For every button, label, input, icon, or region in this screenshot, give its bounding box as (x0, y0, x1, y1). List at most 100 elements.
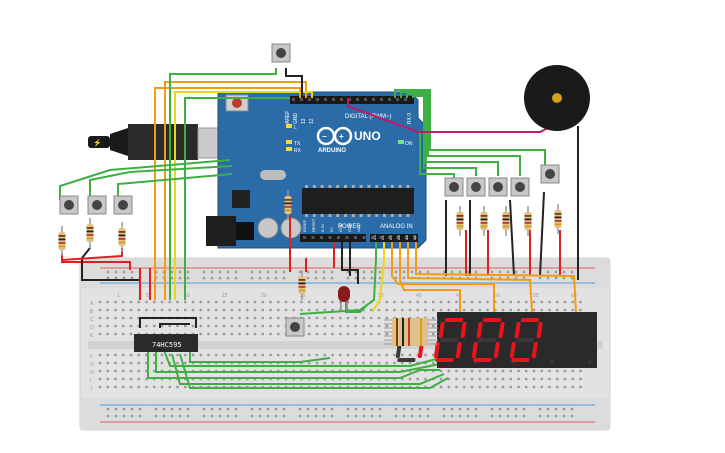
wire-green[interactable] (179, 353, 449, 389)
wire-green[interactable] (406, 93, 499, 176)
wire-green[interactable] (184, 97, 290, 300)
push-button-right-3[interactable] (488, 177, 508, 197)
push-button-right-4[interactable] (510, 177, 530, 197)
breadboard-hole (463, 377, 466, 381)
rail-hole (186, 270, 190, 274)
header-pin[interactable] (380, 98, 383, 101)
header-pin[interactable] (340, 98, 343, 101)
push-button-right-5[interactable] (540, 164, 560, 184)
header-pin[interactable] (413, 236, 417, 239)
wire-green[interactable] (59, 159, 231, 200)
breadboard-hole (556, 300, 559, 304)
header-pin[interactable] (345, 236, 349, 239)
header-pin[interactable] (328, 236, 332, 239)
header-pin[interactable] (405, 236, 408, 239)
col-number-15: 15 (222, 293, 228, 299)
wire-green[interactable] (400, 91, 521, 176)
header-pin[interactable] (354, 236, 357, 239)
wire-green[interactable] (169, 68, 277, 300)
push-button-left-2[interactable] (87, 195, 107, 215)
breadboard-hole (439, 385, 443, 389)
header-pin[interactable] (311, 236, 315, 239)
header-pin[interactable] (396, 236, 400, 239)
wire-black[interactable] (139, 317, 197, 328)
wire-green[interactable] (163, 349, 441, 367)
header-pin[interactable] (320, 236, 323, 239)
wire-magenta[interactable] (347, 98, 557, 133)
push-button-breadboard[interactable] (285, 317, 305, 337)
rail-hole (106, 276, 110, 280)
wire-green[interactable] (171, 353, 445, 385)
wire-red[interactable] (61, 254, 131, 270)
chip-pin (359, 185, 363, 188)
wire-black[interactable] (509, 199, 515, 277)
push-button-right-1[interactable] (444, 177, 464, 197)
push-button-top[interactable] (271, 43, 291, 63)
header-pin[interactable] (300, 98, 303, 101)
header-pin[interactable] (364, 98, 367, 101)
wire-green[interactable] (155, 350, 441, 373)
breadboard-hole (253, 332, 257, 336)
breadboard-hole (184, 385, 187, 389)
wire-green[interactable] (345, 300, 367, 313)
header-pin[interactable] (388, 98, 391, 101)
breadboard-hole (137, 300, 140, 304)
wire-black[interactable] (285, 68, 303, 98)
breadboard-hole (424, 377, 427, 381)
header-pin[interactable] (324, 98, 327, 101)
header-pin[interactable] (371, 236, 374, 239)
breadboard-hole (463, 385, 466, 389)
wire-yellow[interactable] (174, 91, 313, 300)
breadboard-hole (98, 300, 102, 304)
rail-hole (130, 414, 134, 418)
analog-header[interactable] (370, 234, 418, 242)
breadboard-hole (478, 308, 481, 312)
reset-button-cap[interactable] (232, 98, 242, 108)
header-pin[interactable] (396, 98, 399, 101)
header-pin[interactable] (372, 98, 375, 101)
usb-cable[interactable]: ⚡ (88, 124, 229, 160)
segment-g (440, 338, 459, 342)
power-header[interactable] (300, 234, 366, 242)
header-pin[interactable] (337, 236, 340, 239)
wire-black[interactable] (81, 247, 140, 281)
breadboard-hole (370, 361, 373, 365)
header-pin[interactable] (292, 98, 295, 101)
wire-green[interactable] (89, 165, 233, 196)
header-pin[interactable] (356, 98, 359, 101)
breadboard-hole (106, 361, 109, 365)
wire-orange[interactable] (164, 81, 307, 300)
wire-green[interactable] (299, 242, 377, 315)
digital-header[interactable] (290, 96, 414, 104)
header-pin[interactable] (316, 98, 319, 101)
wire-black[interactable] (159, 323, 190, 328)
header-pin[interactable] (303, 236, 306, 239)
wire-green[interactable] (394, 89, 546, 175)
header-pin[interactable] (362, 236, 366, 239)
push-button-left-3[interactable] (113, 195, 133, 215)
header-pin[interactable] (308, 98, 311, 101)
rail-hole (514, 407, 518, 411)
wire-yellow[interactable] (371, 242, 385, 313)
wire-orange[interactable] (407, 242, 533, 313)
wire-green[interactable] (189, 350, 331, 363)
breadboard-hole (98, 324, 102, 328)
header-pin[interactable] (404, 98, 407, 101)
breadboard-hole (106, 353, 109, 357)
push-button-left-1[interactable] (59, 195, 79, 215)
header-pin[interactable] (388, 236, 391, 239)
header-pin[interactable] (379, 236, 383, 239)
wire-green[interactable] (117, 173, 233, 198)
wire-green[interactable] (419, 130, 455, 178)
wire-orange[interactable] (415, 242, 577, 313)
arduino-uno-board[interactable]: DIGITAL (PWM~) AREF GND 13 12 RX 0 − + U… (206, 91, 427, 249)
rail-hole (354, 270, 358, 274)
header-pin[interactable] (348, 98, 351, 101)
header-pin[interactable] (332, 98, 335, 101)
wire-orange[interactable] (399, 242, 461, 312)
breadboard-hole (494, 300, 497, 304)
wire-orange[interactable] (391, 242, 495, 312)
push-button-right-2[interactable] (466, 177, 486, 197)
wire-black[interactable] (539, 191, 545, 277)
wire-green[interactable] (147, 350, 440, 379)
